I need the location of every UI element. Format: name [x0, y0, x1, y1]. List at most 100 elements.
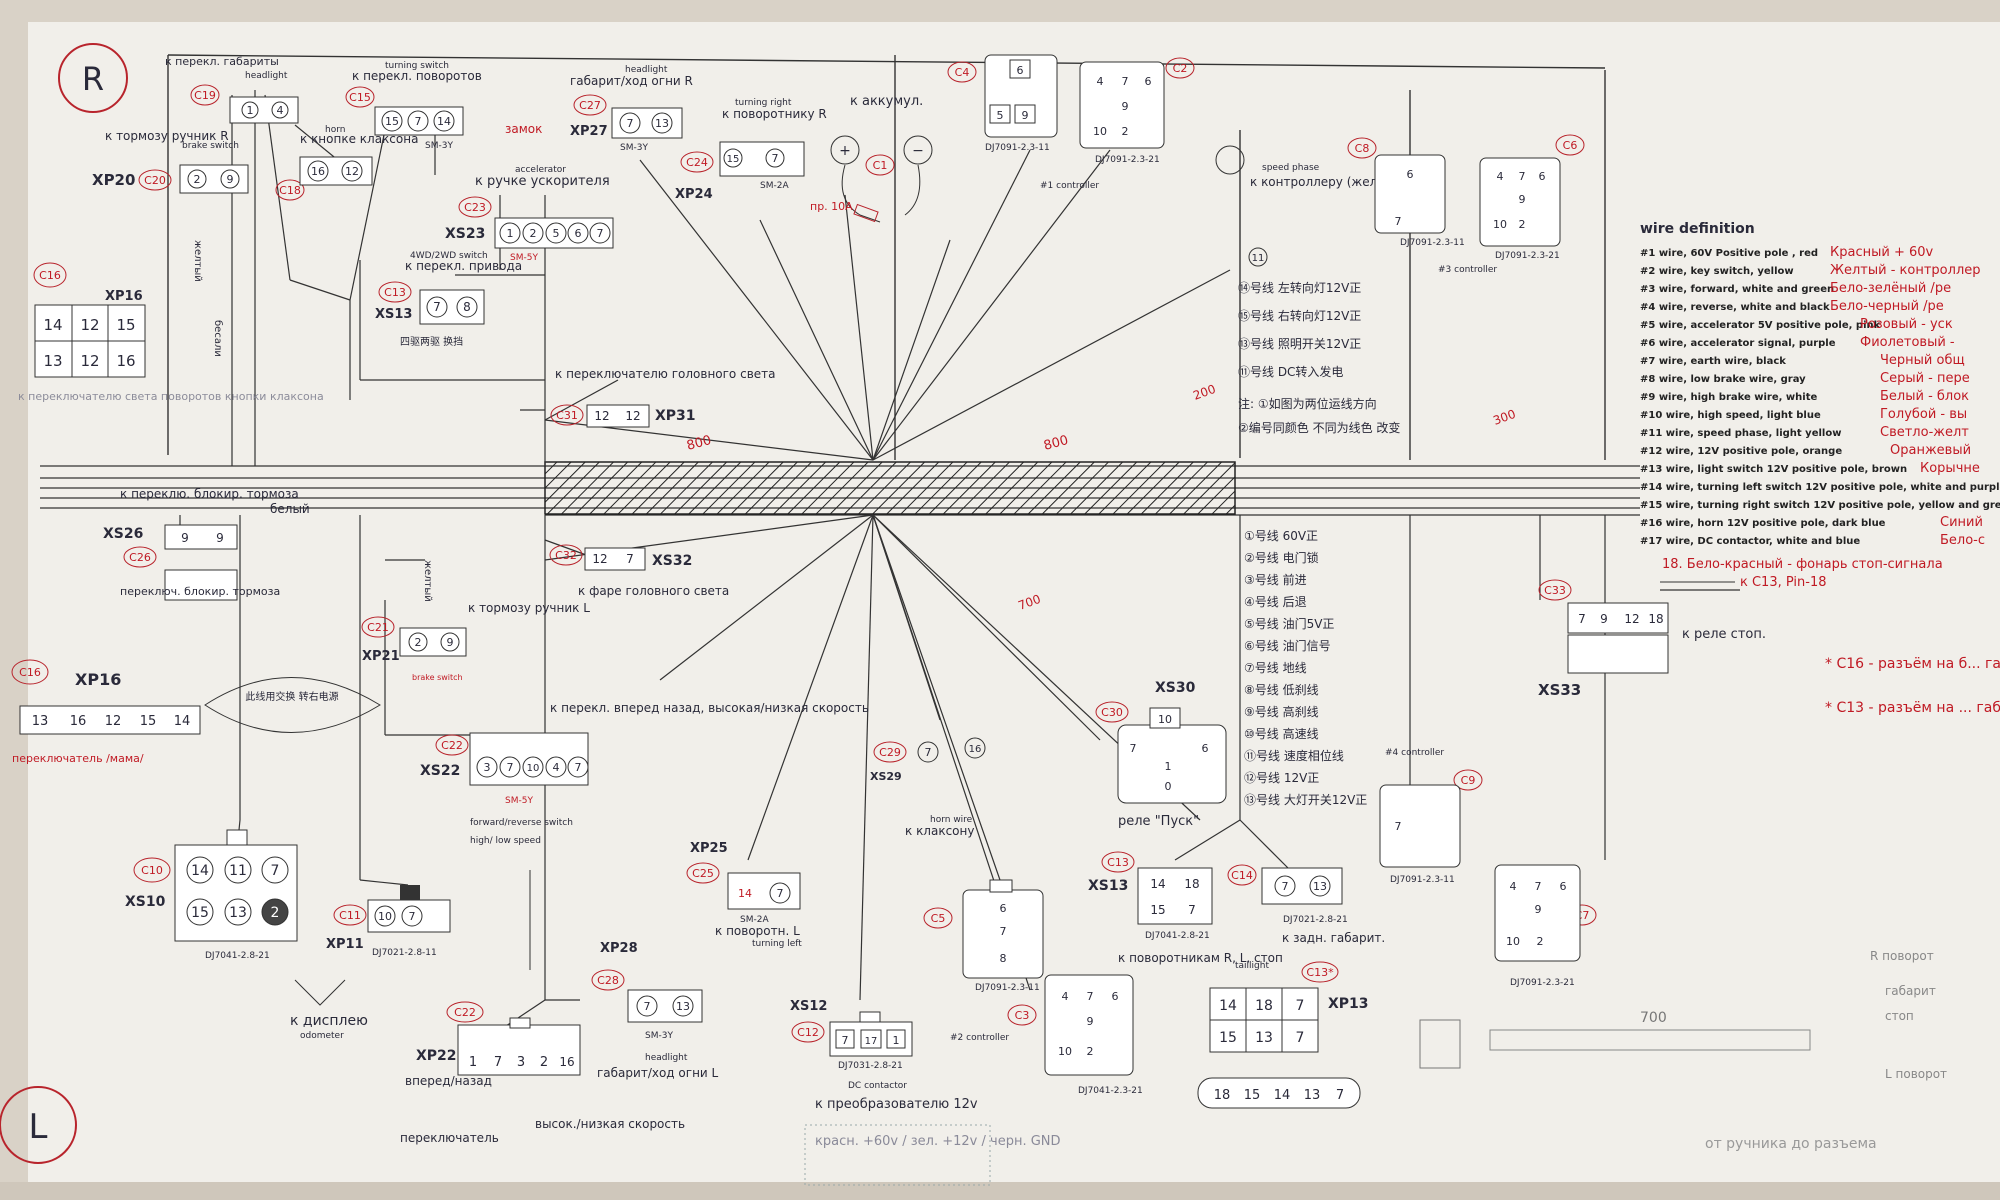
- svg-text:XP28: XP28: [600, 941, 638, 956]
- svg-text:forward/reverse switch: forward/reverse switch: [470, 818, 573, 828]
- svg-text:DJ7041-2.8-21: DJ7041-2.8-21: [1145, 931, 1210, 941]
- svg-text:C2: C2: [1173, 62, 1188, 75]
- connector-c13-4wd: C13 4WD/2WD switch к перекл. привода XS1…: [375, 251, 522, 348]
- svg-text:18: 18: [1648, 612, 1663, 626]
- svg-text:XS12: XS12: [790, 999, 827, 1014]
- svg-text:15: 15: [191, 905, 209, 921]
- svg-text:реле "Пуск": реле "Пуск": [1118, 814, 1199, 829]
- svg-text:⑮号线 右转向灯12V正: ⑮号线 右转向灯12V正: [1238, 308, 1361, 323]
- svg-text:C8: C8: [1355, 142, 1370, 155]
- svg-text:12: 12: [80, 352, 99, 370]
- svg-text:C12: C12: [797, 1026, 819, 1039]
- svg-text:7: 7: [644, 1000, 651, 1013]
- svg-text:к контроллеру (желтый): к контроллеру (желтый): [1250, 175, 1406, 189]
- svg-text:#3 wire, forward, white and gr: #3 wire, forward, white and green: [1640, 284, 1834, 295]
- svg-text:7: 7: [925, 746, 932, 759]
- svg-text:Синий: Синий: [1940, 515, 1983, 530]
- svg-text:#8 wire, low brake wire, gray: #8 wire, low brake wire, gray: [1640, 374, 1806, 385]
- svg-text:17: 17: [865, 1036, 878, 1047]
- svg-text:13: 13: [655, 117, 669, 130]
- svg-text:C11: C11: [339, 909, 361, 922]
- svg-text:красн. +60v / зел. +12v / черн: красн. +60v / зел. +12v / черн. GND: [815, 1134, 1061, 1149]
- svg-text:10: 10: [1158, 713, 1172, 726]
- svg-text:14: 14: [1219, 998, 1237, 1014]
- svg-text:horn: horn: [325, 125, 345, 135]
- connector-c27: C27 headlight габарит/ход огни R XP27 7 …: [570, 65, 693, 153]
- svg-text:C22: C22: [454, 1006, 476, 1019]
- svg-text:①号线 60V正: ①号线 60V正: [1244, 529, 1318, 543]
- svg-text:Розовый - уск: Розовый - уск: [1860, 317, 1953, 332]
- svg-text:⑬号线 照明开关12V正: ⑬号线 照明开关12V正: [1238, 337, 1361, 351]
- svg-text:⑨号线 高刹线: ⑨号线 高刹线: [1244, 704, 1319, 719]
- svg-text:6: 6: [1539, 170, 1546, 183]
- svg-text:к поворотн. L: к поворотн. L: [715, 924, 800, 938]
- svg-text:13: 13: [1304, 1088, 1321, 1103]
- svg-text:#13 wire, light switch 12V pos: #13 wire, light switch 12V positive pole…: [1640, 464, 1907, 475]
- svg-text:1: 1: [893, 1034, 900, 1047]
- connector-c8: C8 6 7 DJ7091-2.3-11: [1347, 137, 1465, 248]
- svg-text:15: 15: [1219, 1030, 1237, 1046]
- svg-text:Белый - блок: Белый - блок: [1880, 389, 1969, 404]
- svg-text:4: 4: [553, 761, 560, 774]
- svg-text:16: 16: [311, 165, 325, 178]
- note-bubble: 此线用交换 转右电源: [204, 677, 381, 733]
- svg-text:C26: C26: [129, 551, 151, 564]
- chinese-notes-upper: ⑭号线 左转向灯12V正 ⑮号线 右转向灯12V正 ⑬号线 照明开关12V正 ⑪…: [1238, 280, 1400, 435]
- svg-text:7: 7: [1336, 1088, 1344, 1103]
- svg-text:к дисплею: к дисплею: [290, 1013, 368, 1029]
- connector-c15: C15 turning switch к перекл. поворотов 1…: [345, 61, 482, 151]
- svg-text:пр. 10А: пр. 10А: [810, 200, 853, 213]
- svg-text:C16: C16: [19, 666, 41, 679]
- svg-text:⑩号线 高速线: ⑩号线 高速线: [1244, 726, 1319, 741]
- connector-c14: C14 7 13 DJ7021-2.8-21 к задн. габарит.: [1227, 864, 1385, 945]
- svg-text:10: 10: [1493, 218, 1507, 231]
- svg-text:DJ7091-2.3-11: DJ7091-2.3-11: [975, 983, 1040, 993]
- svg-text:DJ7021-2.8-21: DJ7021-2.8-21: [1283, 915, 1348, 925]
- distance-800b: 800: [1042, 433, 1070, 454]
- svg-text:#11 wire, speed phase, light y: #11 wire, speed phase, light yellow: [1640, 428, 1841, 439]
- svg-text:⑦号线 地线: ⑦号线 地线: [1244, 661, 1307, 675]
- svg-text:к поворотнику R: к поворотнику R: [722, 107, 827, 121]
- connector-c13-turn: C13 XS13 14 18 15 7 DJ7041-2.8-21 к пово…: [1088, 851, 1283, 965]
- svg-text:Серый - пере: Серый - пере: [1880, 371, 1970, 386]
- connector-c3: C3 4 7 6 9 10 2 DJ7041-2.3-21: [1007, 974, 1143, 1096]
- svg-text:#2 wire, key switch, yellow: #2 wire, key switch, yellow: [1640, 266, 1794, 277]
- svg-text:Бело-зелёный /ре: Бело-зелёный /ре: [1830, 281, 1951, 296]
- svg-text:4: 4: [1510, 880, 1517, 893]
- svg-text:к тормозу ручник L: к тормозу ручник L: [468, 601, 590, 615]
- svg-text:#14 wire, turning left switch: #14 wire, turning left switch 12V positi…: [1640, 482, 2000, 493]
- svg-text:12: 12: [105, 714, 122, 729]
- svg-text:#15 wire, turning right switch: #15 wire, turning right switch 12V posit…: [1640, 500, 2000, 511]
- connector-c18: C18 к кнопке клаксона horn 16 12: [275, 125, 418, 201]
- harness-bundle: [544, 461, 1236, 515]
- svg-text:#3 controller: #3 controller: [1438, 265, 1497, 275]
- svg-text:11: 11: [229, 863, 247, 879]
- svg-text:к перекл. поворотов: к перекл. поворотов: [352, 69, 482, 83]
- svg-text:XP20: XP20: [92, 171, 135, 189]
- svg-text:стоп: стоп: [1885, 1009, 1914, 1023]
- svg-text:вперед/назад: вперед/назад: [405, 1074, 492, 1088]
- svg-text:к поворотникам R, L, стоп: к поворотникам R, L, стоп: [1118, 951, 1283, 965]
- svg-text:7: 7: [1519, 170, 1526, 183]
- svg-text:C20: C20: [144, 174, 166, 187]
- svg-text:#7 wire, earth wire, black: #7 wire, earth wire, black: [1640, 356, 1786, 367]
- svg-text:4: 4: [1097, 75, 1104, 88]
- svg-text:③号线 前进: ③号线 前进: [1244, 572, 1307, 587]
- svg-text:XP21: XP21: [362, 649, 400, 664]
- svg-text:2: 2: [271, 905, 280, 921]
- svg-text:SM-3Y: SM-3Y: [645, 1031, 673, 1041]
- svg-text:10: 10: [527, 763, 540, 774]
- svg-text:3: 3: [484, 761, 491, 774]
- svg-text:horn wire: horn wire: [930, 815, 973, 825]
- svg-text:7: 7: [842, 1034, 849, 1047]
- svg-text:#4 controller: #4 controller: [1385, 748, 1444, 758]
- svg-text:C29: C29: [879, 746, 901, 759]
- svg-text:к перекл. габариты: к перекл. габариты: [165, 55, 279, 68]
- svg-text:XP25: XP25: [690, 841, 728, 856]
- svg-text:DJ7041-2.8-21: DJ7041-2.8-21: [205, 951, 270, 961]
- svg-text:к тормозу ручник R: к тормозу ручник R: [105, 129, 229, 143]
- svg-text:к клаксону: к клаксону: [905, 824, 974, 838]
- svg-text:turning right: turning right: [735, 98, 792, 108]
- distance-200: 200: [1191, 382, 1217, 403]
